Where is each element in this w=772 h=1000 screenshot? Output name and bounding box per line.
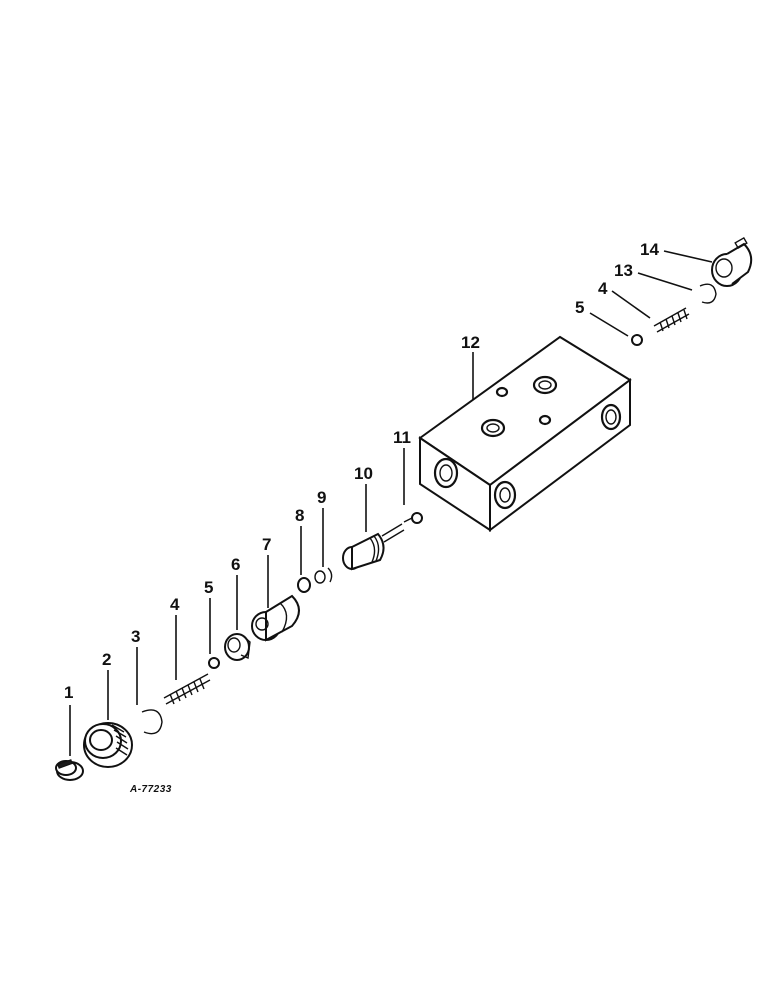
callout-2: 2 xyxy=(102,650,111,669)
part-6-seat xyxy=(224,633,251,661)
callout-11: 11 xyxy=(393,428,411,447)
callout-12: 12 xyxy=(461,333,480,352)
callout-4-right: 4 xyxy=(598,279,608,298)
callout-14: 14 xyxy=(640,240,659,259)
callout-5-left: 5 xyxy=(204,578,213,597)
callout-8: 8 xyxy=(295,506,304,525)
callout-13: 13 xyxy=(614,261,633,280)
part-7-spool xyxy=(251,594,300,642)
callout-5-right: 5 xyxy=(575,298,584,317)
callout-3: 3 xyxy=(131,627,140,646)
callout-9: 9 xyxy=(317,488,326,507)
part-1-plug xyxy=(55,759,84,781)
part-4-spring-left xyxy=(163,673,211,705)
callout-1: 1 xyxy=(64,683,73,702)
part-14-cap xyxy=(711,236,753,287)
callout-10: 10 xyxy=(354,464,373,483)
part-9-o-ring xyxy=(314,567,333,584)
callout-6: 6 xyxy=(231,555,240,574)
part-8-o-ring xyxy=(297,577,311,593)
valve-body xyxy=(418,335,632,532)
callout-4-left: 4 xyxy=(170,595,180,614)
part-5-ball-right xyxy=(631,334,643,346)
part-4-spring-right xyxy=(653,307,690,333)
leader-lines xyxy=(69,250,713,756)
part-13-washer xyxy=(699,283,717,304)
callout-7: 7 xyxy=(262,535,271,554)
part-10-poppet xyxy=(342,523,405,571)
figure-code: A-77233 xyxy=(129,784,172,795)
callout-labels: 1 2 3 4 5 6 7 8 9 10 11 12 5 4 13 14 xyxy=(64,240,659,702)
part-5-ball-left xyxy=(208,657,220,669)
part-2-cap-nut xyxy=(83,722,133,768)
part-11-pin xyxy=(403,512,423,524)
part-3-washer xyxy=(141,709,163,735)
